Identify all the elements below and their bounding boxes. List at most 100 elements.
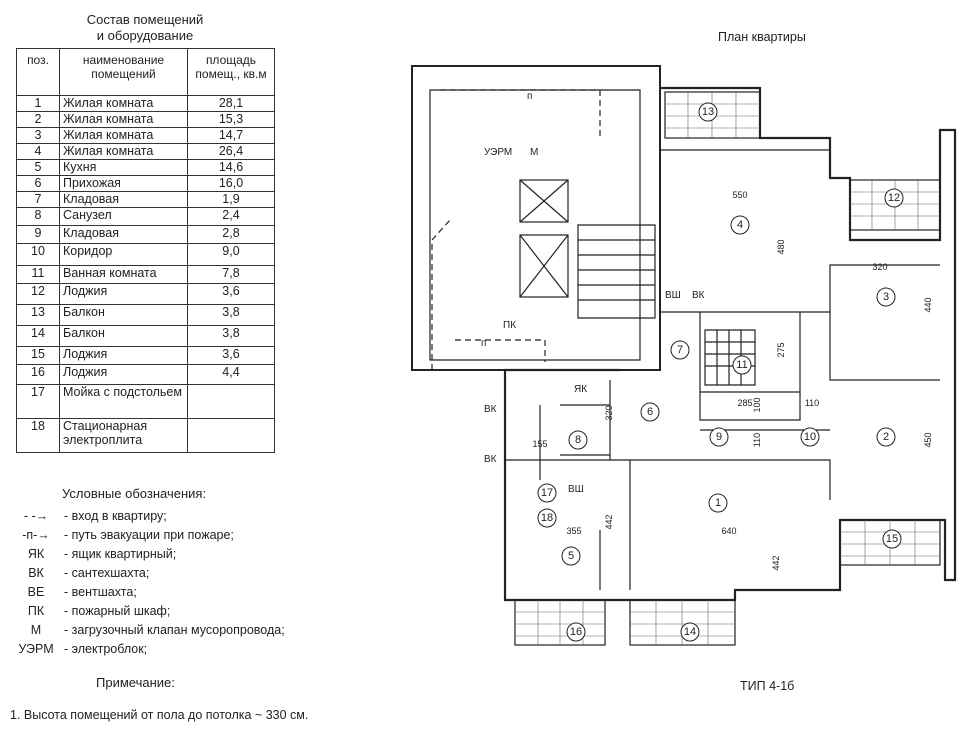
cell-area: 1,9 xyxy=(187,191,275,208)
legend-text: - вход в квартиру; xyxy=(64,509,167,523)
room-number: 12 xyxy=(888,192,900,204)
legend-item: ВЕ- вентшахта; xyxy=(8,583,137,601)
col-header-pos: поз. xyxy=(16,48,60,96)
room-circle xyxy=(680,622,700,642)
cell-name: Балкон xyxy=(59,325,188,347)
cell-pos: 11 xyxy=(16,265,60,284)
cell-area: 3,8 xyxy=(187,325,275,347)
room-circle xyxy=(568,430,588,450)
legend-text: - сантехшахта; xyxy=(64,566,150,580)
cell-area: 15,3 xyxy=(187,111,275,128)
dimension-label: 450 xyxy=(923,432,933,447)
cell-name: Лоджия xyxy=(59,346,188,365)
legend-symbol: УЭРМ xyxy=(18,642,54,656)
legend-item: -п-→- путь эвакуации при пожаре; xyxy=(8,526,234,544)
dimension-label: 110 xyxy=(752,433,762,447)
legend-symbol: ВК xyxy=(28,566,44,580)
room-number: 2 xyxy=(883,431,889,443)
cell-name: Жилая комната xyxy=(59,127,188,144)
cell-name: Прихожая xyxy=(59,175,188,192)
plan-walls xyxy=(411,65,957,646)
plan-label-p: п xyxy=(527,91,532,102)
cell-area: 26,4 xyxy=(187,143,275,160)
cell-area: 4,4 xyxy=(187,364,275,385)
cell-name: Мойка с подстольем xyxy=(59,384,188,419)
room-number: 15 xyxy=(886,533,898,545)
cell-pos: 1 xyxy=(16,95,60,112)
cell-name: Кладовая xyxy=(59,191,188,208)
cell-pos: 7 xyxy=(16,191,60,208)
cell-name: Лоджия xyxy=(59,364,188,385)
cell-area: 16,0 xyxy=(187,175,275,192)
room-circle xyxy=(566,622,586,642)
plan-label-m: М xyxy=(530,147,538,158)
legend-text: - путь эвакуации при пожаре; xyxy=(64,528,234,542)
room-number: 3 xyxy=(883,291,889,303)
room-circle xyxy=(882,529,902,549)
legend-item: - -→- вход в квартиру; xyxy=(8,507,167,525)
room-circle xyxy=(537,508,557,528)
type-label: ТИП 4-1б xyxy=(740,679,795,693)
table-title-line1: Состав помещений xyxy=(86,12,204,27)
cell-name: Жилая комната xyxy=(59,111,188,128)
dimension-label: 285 xyxy=(737,398,752,408)
plan-label-vsh: ВШ xyxy=(568,484,584,495)
room-number: 8 xyxy=(575,434,581,446)
cell-pos: 10 xyxy=(16,243,60,266)
room-circle xyxy=(561,546,581,566)
cell-pos: 14 xyxy=(16,325,60,347)
legend-symbol: М xyxy=(30,623,42,637)
legend-item: УЭРМ - электроблок; xyxy=(8,640,147,658)
cell-area xyxy=(187,418,275,453)
legend-symbol: ВЕ xyxy=(27,585,45,599)
room-circle xyxy=(730,215,750,235)
cell-name: Ванная комната xyxy=(59,265,188,284)
legend-item: ПК- пожарный шкаф; xyxy=(8,602,170,620)
cell-pos: 9 xyxy=(16,225,60,244)
cell-name: Балкон xyxy=(59,304,188,326)
room-number: 14 xyxy=(684,626,696,638)
room-number: 11 xyxy=(736,359,747,371)
room-number: 10 xyxy=(804,431,816,443)
cell-area: 2,4 xyxy=(187,207,275,226)
table-header-row: поз. наименование помещений площадь поме… xyxy=(16,48,275,96)
cell-pos: 3 xyxy=(16,127,60,144)
cell-pos: 16 xyxy=(16,364,60,385)
room-circle xyxy=(537,483,557,503)
dimension-label: 640 xyxy=(721,526,736,536)
plan-label-vk: ВК xyxy=(484,404,497,415)
room-circle xyxy=(876,427,896,447)
rooms-table: поз. наименование помещений площадь поме… xyxy=(16,48,275,453)
room-circle xyxy=(884,188,904,208)
room-circle xyxy=(708,493,728,513)
legend-text: - электроблок; xyxy=(64,642,148,656)
cell-area: 3,8 xyxy=(187,304,275,326)
plan-label-vsh: ВШ xyxy=(665,290,681,301)
room-number: 16 xyxy=(570,626,582,638)
cell-pos: 18 xyxy=(16,418,60,453)
cell-name: Лоджия xyxy=(59,283,188,305)
dimension-label: 550 xyxy=(732,190,747,200)
note-title: Примечание: xyxy=(96,675,175,690)
balcony-tiles xyxy=(515,92,940,645)
cell-name: Кухня xyxy=(59,159,188,176)
room-number: 1 xyxy=(715,497,721,509)
dimension-label: 320 xyxy=(604,405,614,420)
dimension-label: 440 xyxy=(923,297,933,312)
cell-area xyxy=(187,384,275,419)
cell-area: 28,1 xyxy=(187,95,275,112)
